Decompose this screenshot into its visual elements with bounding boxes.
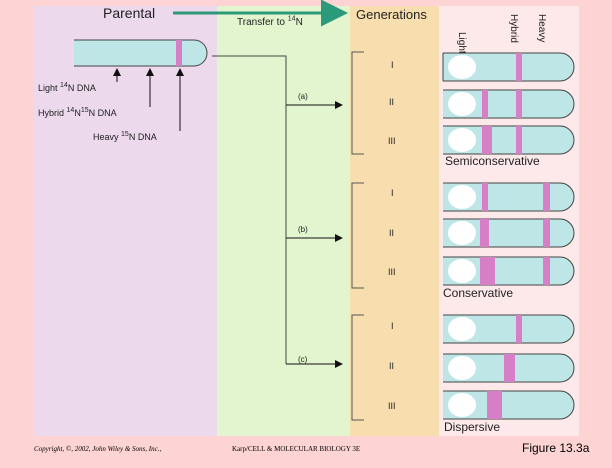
legend-hybrid-mass2: 15 xyxy=(80,107,89,114)
cons-tube-2 xyxy=(443,218,575,248)
legend-hybrid-prefix: Hybrid xyxy=(38,108,67,118)
book-title: Karp/CELL & MOLECULAR BIOLOGY 3E xyxy=(232,445,361,453)
model-key-b: (b) xyxy=(298,225,308,234)
gen-c-2: II xyxy=(389,361,395,371)
figure-label: Figure 13.3a xyxy=(522,441,590,455)
heavy-band xyxy=(176,40,182,66)
transfer-prefix: Transfer to xyxy=(237,17,288,28)
generations-panel xyxy=(350,6,439,436)
disp-tube-1 xyxy=(443,314,575,344)
cons-tube-1 xyxy=(443,182,575,212)
column-light: Light xyxy=(456,32,467,54)
gen-c-1: I xyxy=(391,321,394,331)
legend-light-prefix: Light xyxy=(38,83,61,93)
gen-a-2: II xyxy=(389,97,395,107)
legend-hybrid: Hybrid 14N15N DNA xyxy=(38,107,117,118)
legend-heavy-suffix: N DNA xyxy=(128,132,157,142)
model-name-conservative: Conservative xyxy=(443,286,514,300)
gen-b-1: I xyxy=(391,188,394,198)
model-name-semiconservative: Semiconservative xyxy=(445,154,540,168)
model-name-dispersive: Dispersive xyxy=(444,420,501,434)
cons-tube-3 xyxy=(443,256,575,286)
parent-connector xyxy=(212,55,287,364)
parental-tube xyxy=(74,39,208,67)
legend-light: Light 14N DNA xyxy=(38,82,96,93)
disp-tube-2 xyxy=(443,353,575,383)
gen-a-1: I xyxy=(391,60,394,70)
gen-b-3: III xyxy=(388,267,396,277)
gen-a-3: III xyxy=(388,136,396,146)
gen-b-2: II xyxy=(389,228,395,238)
legend-hybrid-mid: N xyxy=(74,108,81,118)
disp-tube-3 xyxy=(443,390,575,420)
legend-light-suffix: N DNA xyxy=(67,83,96,93)
bracket-a xyxy=(351,51,364,155)
bracket-c xyxy=(351,314,364,421)
transfer-label: Transfer to 14N xyxy=(237,15,303,28)
legend-heavy-prefix: Heavy xyxy=(93,132,122,142)
parental-panel xyxy=(34,6,217,436)
model-key-a: (a) xyxy=(298,92,308,101)
legend-heavy-mass: 15 xyxy=(121,131,129,138)
copyright-text: Copyright, ©, 2002, John Wiley & Sons, I… xyxy=(34,445,162,453)
column-hybrid: Hybrid xyxy=(508,14,519,43)
semi-tube-2 xyxy=(443,89,575,119)
parental-title: Parental xyxy=(103,5,156,21)
generations-title: Generations xyxy=(356,7,427,22)
transfer-mass: 14 xyxy=(287,15,296,23)
legend-hybrid-suffix: N DNA xyxy=(88,108,117,118)
column-heavy: Heavy xyxy=(536,14,547,43)
legend-light-mass: 14 xyxy=(60,82,68,89)
legend-hybrid-mass1: 14 xyxy=(66,107,75,114)
semi-tube-3 xyxy=(443,125,575,155)
legend-heavy: Heavy 15N DNA xyxy=(93,131,157,142)
gen-c-3: III xyxy=(388,401,396,411)
bracket-b xyxy=(351,182,364,289)
transfer-element: N xyxy=(295,17,303,28)
semi-tube-1 xyxy=(442,52,575,82)
model-key-c: (c) xyxy=(298,355,308,364)
